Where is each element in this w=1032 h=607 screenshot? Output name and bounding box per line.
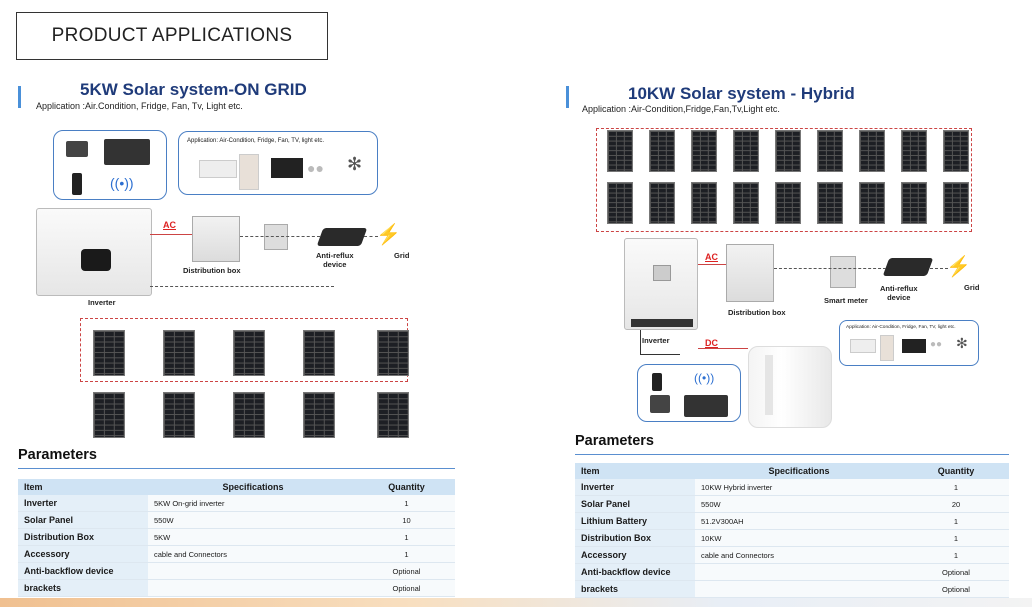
right-system-title: 10KW Solar system - Hybrid — [628, 84, 855, 103]
air-conditioner-icon — [199, 160, 237, 178]
right-appliance-box-text: Application: Air-Condition, Fridge, Fan,… — [846, 325, 956, 330]
solar-panel — [377, 330, 409, 376]
air-conditioner-icon — [850, 339, 876, 353]
right-distribution-box-icon — [726, 244, 774, 302]
left-grid-label: Grid — [394, 251, 410, 260]
right-anti-reflux-icon — [882, 258, 934, 276]
bottom-decorative-stripe — [0, 598, 1032, 607]
fridge-icon — [239, 154, 259, 190]
fan-icon: ✻ — [956, 335, 968, 351]
dongle-icon — [652, 373, 662, 391]
tv-icon — [271, 158, 303, 178]
right-ac-label: AC — [705, 252, 718, 262]
left-system-title: 5KW Solar system-ON GRID — [80, 80, 307, 99]
wifi-icon: ((•)) — [694, 371, 715, 385]
solar-panel — [377, 392, 409, 438]
right-inverter-label: Inverter — [642, 336, 670, 345]
right-dc-label: DC — [705, 338, 718, 348]
laptop-icon — [104, 139, 150, 165]
solar-panel — [93, 392, 125, 438]
solar-panel — [163, 330, 195, 376]
table-header-quantity: Quantity — [903, 463, 1009, 479]
solar-panel — [303, 330, 335, 376]
phone-icon — [66, 141, 88, 157]
right-anti-reflux-label: Anti-reflux device — [880, 284, 918, 302]
solar-panel — [163, 392, 195, 438]
right-accent-bar — [566, 86, 569, 108]
left-parameters-title: Parameters — [18, 447, 97, 463]
right-parameters-title: Parameters — [575, 433, 654, 449]
left-ac-label: AC — [163, 220, 176, 230]
solar-panel — [233, 330, 265, 376]
smart-meter-icon — [830, 256, 856, 288]
right-appliances-box: Application: Air-Condition, Fridge, Fan,… — [839, 320, 979, 366]
right-grid-label: Grid — [964, 283, 980, 292]
wifi-icon: ((•)) — [110, 175, 134, 191]
lithium-battery-icon — [748, 346, 832, 428]
left-distribution-label: Distribution box — [183, 266, 241, 275]
table-header-item: Item — [575, 463, 695, 479]
left-grid-tower-icon: ⚡ — [376, 224, 401, 246]
left-appliance-box-text: Application: Air-Condition, Fridge, Fan,… — [187, 138, 325, 144]
right-hybrid-inverter-icon — [624, 238, 698, 330]
fan-icon: ✻ — [347, 154, 363, 174]
right-distribution-label: Distribution box — [728, 308, 786, 317]
laptop-icon — [684, 395, 728, 417]
left-anti-reflux-icon — [316, 228, 368, 246]
left-panel-array — [93, 330, 413, 442]
right-application-text: Application :Air-Condition,Fridge,Fan,Tv… — [582, 104, 780, 114]
solar-panel — [233, 392, 265, 438]
devices-box: ((•)) — [53, 130, 167, 200]
left-distribution-box-icon — [192, 216, 240, 262]
left-inverter-icon — [36, 208, 152, 296]
dongle-icon — [72, 173, 82, 195]
right-grid-tower-icon: ⚡ — [946, 256, 971, 278]
right-parameters-rule — [575, 454, 1009, 455]
table-header-specifications: Specifications — [148, 479, 358, 495]
table-header-item: Item — [18, 479, 148, 495]
left-anti-reflux-label: Anti-reflux device — [316, 251, 354, 269]
solar-panel — [93, 330, 125, 376]
fridge-icon — [880, 335, 894, 361]
table-header-quantity: Quantity — [358, 479, 455, 495]
light-bulb-icon: ●● — [307, 160, 324, 176]
left-inverter-label: Inverter — [88, 298, 116, 307]
phone-icon — [650, 395, 670, 413]
right-panel-array — [607, 130, 971, 226]
left-meter-icon — [264, 224, 288, 250]
left-accent-bar — [18, 86, 21, 108]
solar-panel — [303, 392, 335, 438]
light-bulb-icon: ●● — [930, 339, 943, 350]
left-appliances-box: Application: Air-Condition, Fridge, Fan,… — [178, 131, 378, 195]
table-header-specifications: Specifications — [695, 463, 903, 479]
left-application-text: Application :Air.Condition, Fridge, Fan,… — [36, 101, 243, 111]
left-parameters-rule — [18, 468, 455, 469]
section-header: PRODUCT APPLICATIONS — [16, 12, 328, 60]
right-devices-box: ((•)) — [637, 364, 741, 422]
tv-icon — [902, 339, 926, 353]
right-smart-meter-label: Smart meter — [824, 296, 868, 305]
